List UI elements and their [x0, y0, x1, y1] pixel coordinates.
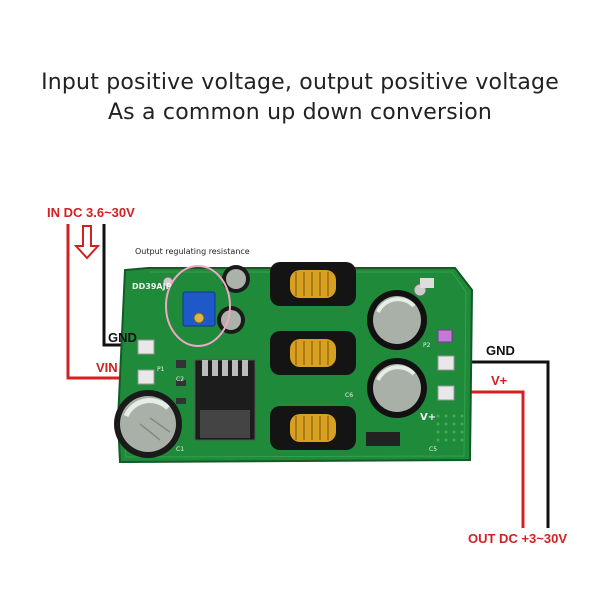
pin-p2: P2 [423, 342, 431, 349]
headline-line2: As a common up down conversion [107, 100, 493, 125]
purple-pad [437, 329, 453, 343]
gnd-out-pad [437, 355, 455, 371]
input-capacitor [114, 390, 182, 458]
board-vplus: V+ [420, 412, 437, 423]
inductor-middle [270, 331, 356, 375]
small-capacitor-1 [222, 265, 250, 293]
board-model: DD39AJP [132, 282, 172, 291]
small-capacitor-2 [217, 306, 245, 334]
cap-c5: C5 [429, 446, 438, 453]
pin-p1: P1 [157, 366, 165, 373]
headline-line1: Input positive voltage, output positive … [41, 70, 559, 95]
in-dc-label: IN DC 3.6~30V [47, 205, 135, 220]
inductor-top [270, 262, 356, 306]
cap-c6: C6 [345, 392, 354, 399]
gnd-in-pad [137, 339, 155, 355]
regulating-callout-circle [165, 265, 231, 347]
vin-wire [66, 224, 140, 380]
smd-diode [366, 432, 400, 446]
vin-label: VIN [96, 360, 118, 375]
gnd-in-label: GND [108, 330, 137, 345]
out-dc-label: OUT DC +3~30V [468, 531, 567, 546]
input-arrow-icon [73, 225, 101, 260]
vplus-out-pad [437, 385, 455, 401]
output-capacitor-bottom [367, 358, 427, 418]
potentiometer [182, 291, 216, 327]
inductor-bottom [270, 406, 356, 450]
regulator-ic [194, 359, 256, 441]
regulating-label: Output regulating resistance [135, 247, 250, 256]
cap-c1: C1 [176, 446, 185, 453]
gnd-out-label: GND [486, 343, 515, 358]
output-capacitor-top [367, 290, 427, 350]
cap-c2: C2 [176, 376, 185, 383]
vplus-label: V+ [491, 373, 508, 388]
gnd-out-wire [445, 360, 550, 528]
vin-pad [137, 369, 155, 385]
